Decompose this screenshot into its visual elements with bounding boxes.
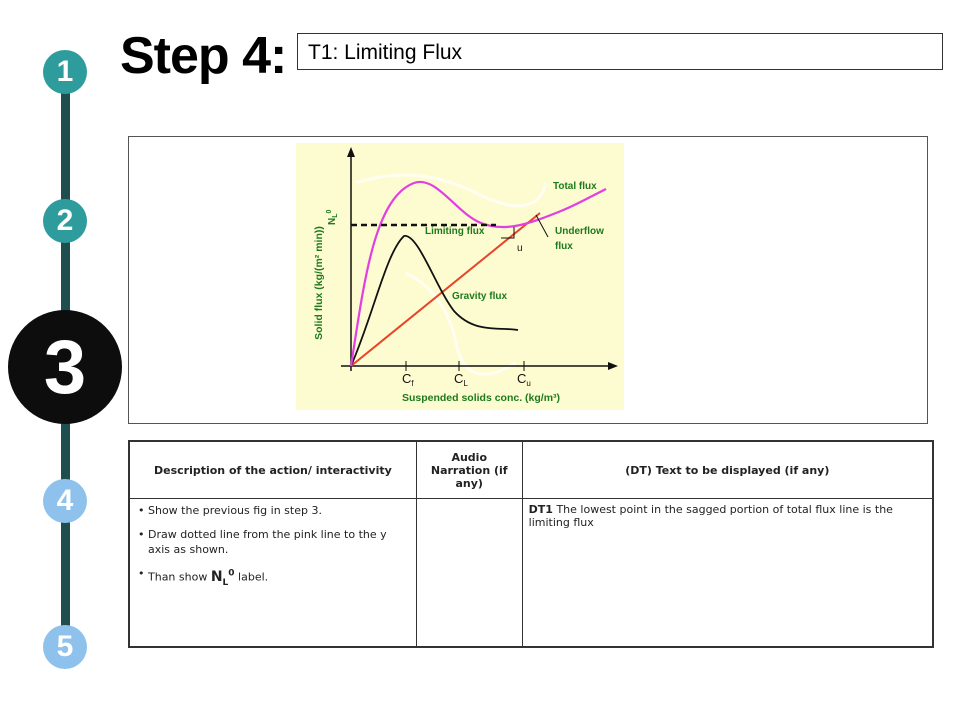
x-axis-label: Suspended solids conc. (kg/m³) (402, 392, 560, 404)
figure-frame (128, 136, 928, 424)
list-item: Show the previous fig in step 3. (138, 503, 410, 518)
nl0-label: NL0 (326, 209, 339, 225)
slope-marker (501, 227, 515, 239)
y-axis-arrow (347, 147, 355, 157)
underflow-label-line1: Underflow (555, 226, 604, 237)
underflow-pointer (535, 214, 549, 238)
slope-u-label: u (517, 243, 523, 254)
y-axis-label: Solid flux (kg/(m² min)) (313, 226, 325, 340)
tick-label-cf: Cf (402, 371, 414, 388)
header-audio: Audio Narration (if any) (415, 440, 523, 499)
step-5-badge[interactable]: 5 (43, 625, 87, 669)
header-display-text: (DT) Text to be displayed (if any) (521, 440, 934, 499)
total-flux-curve (349, 180, 607, 367)
step-1-badge[interactable]: 1 (43, 50, 87, 94)
action-list: Show the previous fig in step 3. Draw do… (136, 503, 410, 590)
storyboard-table: Description of the action/ interactivity… (128, 440, 934, 648)
step-2-badge[interactable]: 2 (43, 199, 87, 243)
description-cell: Show the previous fig in step 3. Draw do… (128, 498, 417, 648)
table-row: Show the previous fig in step 3. Draw do… (128, 498, 934, 648)
gravity-flux-label: Gravity flux (452, 291, 507, 302)
x-axis-arrow (608, 362, 618, 370)
topic-title-box: T1: Limiting Flux (297, 33, 943, 70)
list-item: Than show NL0 label. (138, 566, 410, 590)
dt-text: The lowest point in the sagged portion o… (528, 503, 893, 529)
step-3-badge-current[interactable]: 3 (8, 310, 122, 424)
step-4-badge[interactable]: 4 (43, 479, 87, 523)
header-description: Description of the action/ interactivity (128, 440, 417, 499)
limiting-flux-label: Limiting flux (425, 226, 485, 237)
page-title: Step 4: (120, 27, 287, 85)
tick-label-cu: Cu (517, 371, 531, 388)
tick-label-cl: CL (454, 371, 468, 388)
flux-figure: Total flux Limiting flux Underflow flux … (296, 143, 624, 410)
dt-code: DT1 (528, 503, 553, 516)
nl0-symbol: NL0 (210, 568, 235, 588)
audio-cell (415, 498, 523, 648)
list-item: Draw dotted line from the pink line to t… (138, 527, 410, 557)
gravity-flux-curve (350, 235, 519, 367)
total-flux-label: Total flux (553, 181, 597, 192)
table-header-row: Description of the action/ interactivity… (128, 440, 934, 499)
display-text-cell: DT1 The lowest point in the sagged porti… (521, 498, 934, 648)
underflow-label-line2: flux (555, 241, 573, 252)
